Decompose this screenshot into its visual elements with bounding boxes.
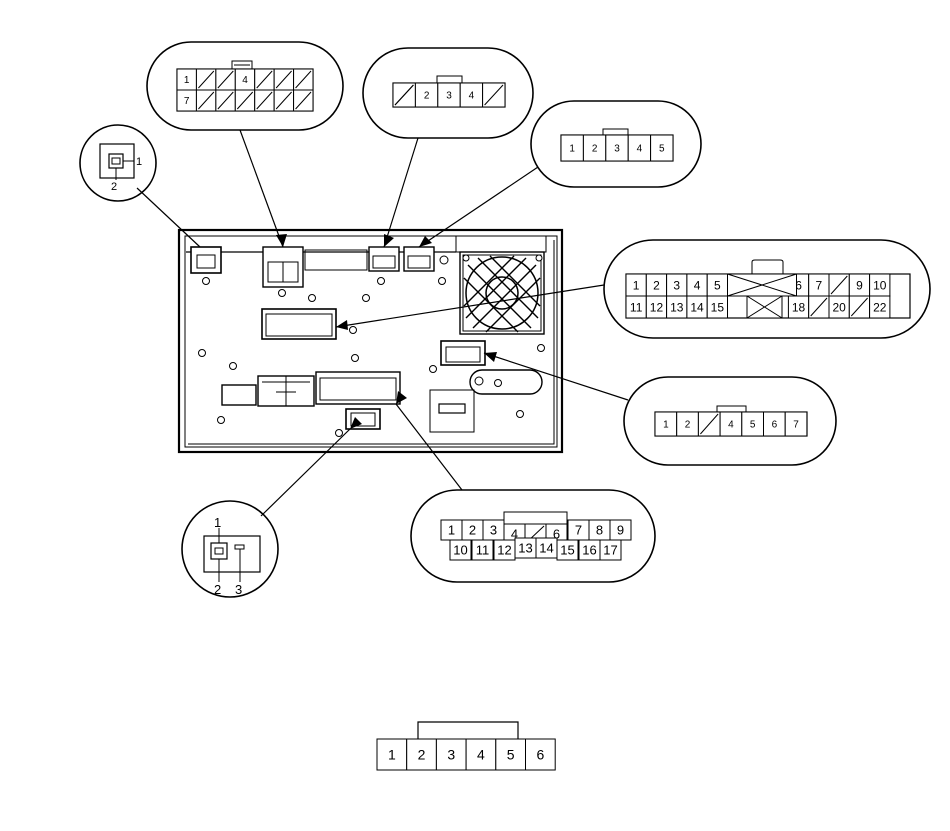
coax-bottom-pin-1: 1 bbox=[214, 515, 221, 530]
c6-cell-5 bbox=[495, 738, 526, 771]
c22-row2-pin-12: 12 bbox=[650, 300, 664, 314]
c17-row1-pin-3: 3 bbox=[490, 523, 497, 538]
c17-row2-pin-10: 10 bbox=[453, 543, 467, 558]
c8-row2-pin-7: 7 bbox=[184, 96, 190, 107]
main-unit-rear-panel bbox=[177, 228, 564, 454]
c17-row1-pin-4: 4 bbox=[511, 527, 518, 542]
c17-row1-pin-2: 2 bbox=[469, 523, 476, 538]
c22-row2-pin-11: 11 bbox=[630, 300, 643, 314]
c5-pin-2: 2 bbox=[592, 144, 598, 155]
c22-row2-cell-5 bbox=[706, 295, 729, 319]
callout-4pin-connector: 2 3 4 bbox=[362, 47, 534, 139]
c17-row1-pin-9: 9 bbox=[617, 523, 624, 538]
c22-row2-pin-18: 18 bbox=[792, 300, 806, 314]
c4-pin-3: 3 bbox=[446, 91, 452, 102]
c6-pin-5: 5 bbox=[507, 747, 515, 763]
coax-bottom-pin-2: 2 bbox=[214, 582, 221, 597]
c6-cell-1 bbox=[376, 738, 408, 771]
c8-row1-pin-4: 4 bbox=[242, 75, 248, 86]
c5-pin-1: 1 bbox=[569, 144, 575, 155]
c6-pin-3: 3 bbox=[447, 747, 455, 763]
c22-row1-pin-4: 4 bbox=[694, 278, 701, 292]
c22-row2-pin-22: 22 bbox=[873, 300, 887, 314]
c4-pin-2: 2 bbox=[424, 91, 430, 102]
c7-pin-2: 2 bbox=[685, 420, 691, 431]
mounting-screws bbox=[198, 277, 545, 437]
loose-6pin-connector: 1 2 3 4 5 6 bbox=[376, 721, 556, 771]
c6-cell-3 bbox=[435, 738, 467, 771]
c5-pin-3: 3 bbox=[614, 144, 620, 155]
c17-row2-pin-11: 11 bbox=[476, 543, 490, 558]
callout-coax-3pin-connector: 1 2 3 bbox=[181, 500, 279, 598]
c22-row1-pin-5: 5 bbox=[714, 278, 721, 292]
c22-row2-pin-20: 20 bbox=[832, 300, 846, 314]
callout-5pin-connector: 1 2 3 4 5 bbox=[530, 100, 702, 188]
c17-row1-pin-7: 7 bbox=[575, 523, 582, 538]
c22-row1-pin-7: 7 bbox=[816, 278, 823, 292]
c22-row1-pin-9: 9 bbox=[856, 278, 863, 292]
c4-pin-4: 4 bbox=[469, 91, 475, 102]
c22-row1-pin-1: 1 bbox=[633, 278, 640, 292]
callout-7pin-connector: 1 2 4 5 6 7 bbox=[623, 376, 837, 466]
c22-row2-cell-12 bbox=[869, 295, 891, 319]
c22-row1-pin-6: 6 bbox=[795, 278, 802, 292]
c22-row1-pin-3: 3 bbox=[673, 278, 680, 292]
cooling-fan bbox=[459, 251, 545, 335]
c7-pin-4: 4 bbox=[728, 420, 734, 431]
c7-pin-7: 7 bbox=[793, 420, 799, 431]
c6-cell-2 bbox=[406, 738, 437, 771]
c6-pin-1: 1 bbox=[388, 747, 396, 763]
c17-row2-pin-15: 15 bbox=[560, 543, 574, 558]
c22-row2-pin-15: 15 bbox=[711, 300, 725, 314]
c17-row2-cell-8 bbox=[599, 539, 622, 561]
c6-pin-4: 4 bbox=[477, 747, 485, 763]
c7-pin-6: 6 bbox=[772, 420, 778, 431]
c22-row1-pin-2: 2 bbox=[653, 278, 660, 292]
c5-cell-5 bbox=[650, 134, 674, 162]
c22-row2-pin-13: 13 bbox=[670, 300, 684, 314]
c6-pin-2: 2 bbox=[418, 747, 426, 763]
c17-row2-cell-2 bbox=[471, 539, 494, 561]
c17-row1-pin-8: 8 bbox=[596, 523, 603, 538]
c17-row2-cell-1 bbox=[449, 539, 472, 561]
c6-pin-6: 6 bbox=[536, 747, 544, 763]
coax-bottom-pin-3: 3 bbox=[235, 582, 242, 597]
c7-cell-7 bbox=[784, 411, 808, 437]
leader-arrowheads bbox=[276, 234, 497, 429]
c17-row2-pin-12: 12 bbox=[497, 543, 511, 558]
c17-row2-cell-6 bbox=[556, 539, 579, 561]
c17-latch bbox=[503, 511, 568, 525]
c6-cell-6 bbox=[525, 738, 556, 771]
c6-cell-4 bbox=[465, 738, 497, 771]
leader-lines bbox=[136, 129, 629, 517]
c7-pin-1: 1 bbox=[663, 420, 669, 431]
c17-row2-pin-13: 13 bbox=[518, 541, 532, 556]
callout-coax-connector: 1 2 bbox=[79, 124, 157, 202]
c8-row1-pin-1: 1 bbox=[184, 75, 190, 86]
coax-left-pin-1: 1 bbox=[136, 156, 142, 168]
c22-row1-pin-10: 10 bbox=[873, 278, 887, 292]
c5-pin-4: 4 bbox=[637, 144, 643, 155]
c17-row2-pin-14: 14 bbox=[539, 541, 553, 556]
callout-8pin-connector: 1 4 7 bbox=[146, 41, 344, 131]
c17-row2-pin-16: 16 bbox=[582, 543, 596, 558]
c17-row1-pin-1: 1 bbox=[448, 523, 455, 538]
coax-left-pin-2: 2 bbox=[111, 181, 117, 193]
c7-pin-5: 5 bbox=[750, 420, 756, 431]
c17-row1-pin-6: 6 bbox=[553, 527, 560, 542]
c22-row2-pin-14: 14 bbox=[690, 300, 704, 314]
c5-pin-5: 5 bbox=[659, 144, 665, 155]
c17-row2-pin-17: 17 bbox=[603, 543, 617, 558]
